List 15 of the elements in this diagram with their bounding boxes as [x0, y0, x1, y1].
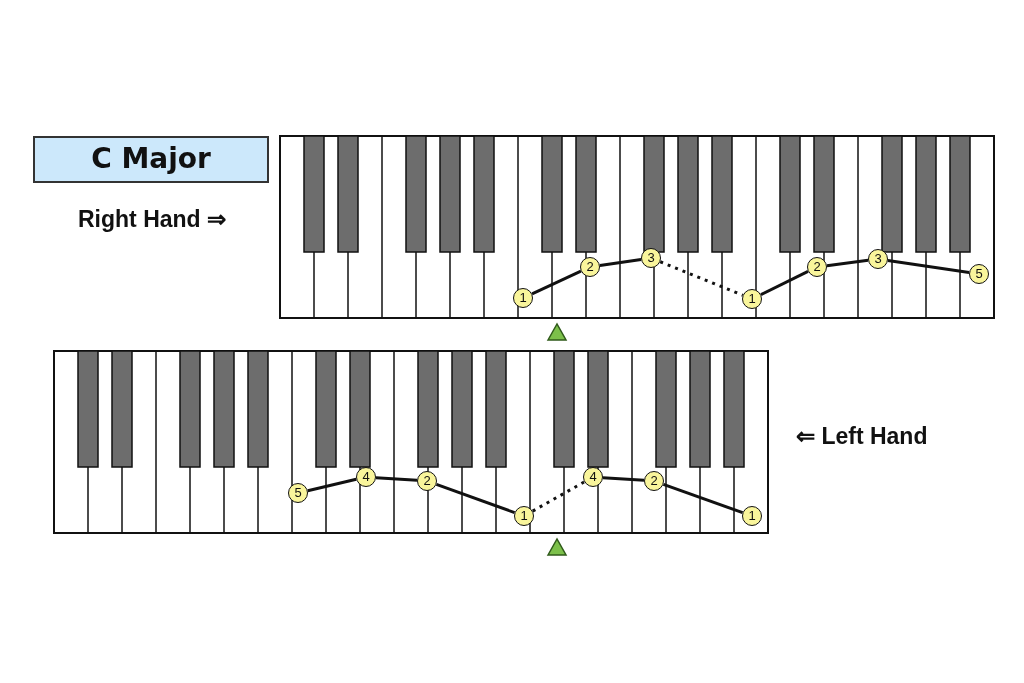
dotted-line	[659, 260, 744, 297]
hand-label: ⇐ Left Hand	[796, 423, 928, 450]
connector-line	[307, 477, 357, 493]
connector-line	[662, 482, 744, 515]
connector-line	[375, 476, 418, 482]
dotted-line	[531, 480, 586, 513]
connector-line	[760, 270, 809, 296]
connector-line	[599, 257, 642, 268]
hand-label: Right Hand ⇒	[78, 206, 227, 233]
title-banner: C Major	[33, 136, 269, 183]
connector-line	[435, 482, 516, 515]
connector-line	[887, 259, 970, 274]
connector-line	[826, 258, 869, 268]
connector-line	[531, 269, 582, 296]
connector-line	[602, 476, 645, 482]
